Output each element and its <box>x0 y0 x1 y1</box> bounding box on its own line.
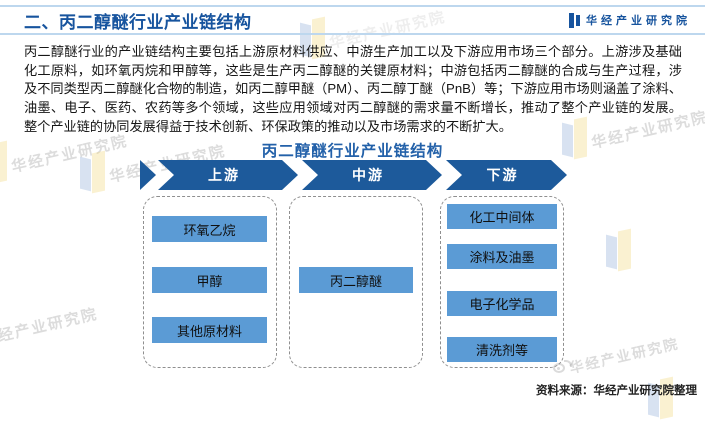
watermark: 华经产业研究院 <box>0 305 103 361</box>
logo-bars-icon <box>569 12 580 28</box>
chain-item: 丙二醇醚 <box>299 267 413 293</box>
watermark-text: 华经产业研究院 <box>567 335 681 377</box>
chain-item: 环氧乙烷 <box>152 216 267 242</box>
intro-paragraph: 丙二醇醚行业的产业链结构主要包括上游原材料供应、中游生产加工以及下游应用市场三个… <box>24 44 682 134</box>
source-note: 资料来源：华经产业研究院整理 <box>536 385 697 397</box>
page-title: 二、丙二醇醚行业产业链结构 <box>24 13 252 32</box>
stage-banner-downstream: 下游 <box>446 160 567 190</box>
chevron-lead-icon <box>140 160 156 190</box>
watermark-text: 华经产业研究院 <box>0 305 100 350</box>
logo-text: 华经产业研究院 <box>586 15 691 27</box>
stage-banner-upstream: 上游 <box>158 160 298 190</box>
header-rule-bottom <box>0 33 705 35</box>
chain-item: 涂料及油墨 <box>447 244 557 269</box>
chain-item: 其他原材料 <box>152 317 267 343</box>
stage-banner-midstream: 中游 <box>302 160 442 190</box>
stage-column-downstream: 化工中间体 涂料及油墨 电子化学品 清洗剂等 <box>440 196 564 368</box>
watermark <box>606 228 632 276</box>
stage-column-midstream: 丙二醇醚 <box>289 196 423 368</box>
chain-item: 清洗剂等 <box>447 337 557 362</box>
diagram-title: 丙二醇醚行业产业链结构 <box>261 143 444 160</box>
stage-column-upstream: 环氧乙烷 甲醇 其他原材料 <box>143 196 277 368</box>
chain-item: 甲醇 <box>152 267 267 293</box>
chain-item: 电子化学品 <box>447 291 557 316</box>
watermark: 华经产业研究院 <box>568 335 684 378</box>
brand-logo: 华经产业研究院 <box>569 12 691 28</box>
chain-item: 化工中间体 <box>447 204 557 229</box>
header-rule-top <box>0 5 705 7</box>
watermark-flag-icon <box>606 228 632 276</box>
